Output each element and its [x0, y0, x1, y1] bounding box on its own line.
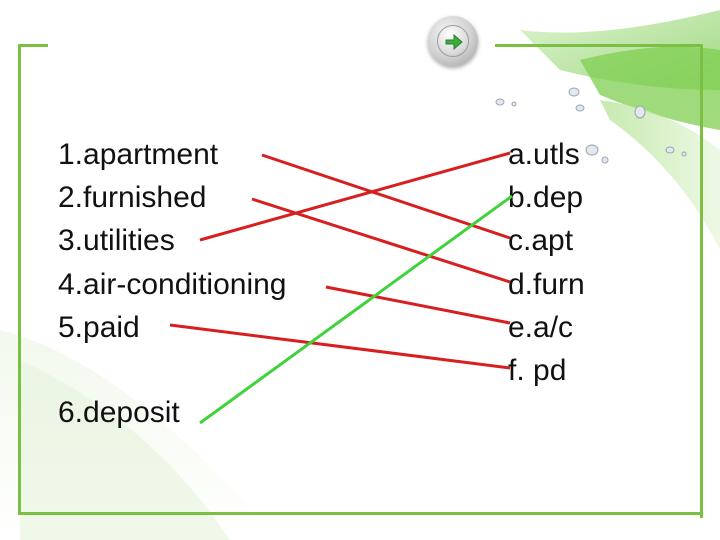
left-term-furnished: 2.furnished [58, 181, 207, 214]
frame-top-right-border [495, 44, 703, 47]
right-term-pd: f. pd [508, 354, 567, 387]
right-term-utls: a.utls [508, 138, 580, 171]
left-term-paid: 5.paid [58, 311, 140, 344]
left-term-air-conditioning: 4.air-conditioning [58, 268, 287, 301]
arrow-right-icon [445, 33, 463, 51]
frame-right-border [700, 44, 703, 518]
left-term-utilities: 3.utilities [58, 224, 175, 257]
left-term-deposit: 6.deposit [58, 396, 180, 429]
content-frame [18, 45, 703, 515]
right-term-ac: e.a/c [508, 311, 574, 344]
right-term-dep: b.dep [508, 181, 584, 214]
next-slide-button[interactable] [428, 16, 478, 66]
right-term-furn: d.furn [508, 268, 585, 301]
right-term-apt: c.apt [508, 224, 574, 257]
next-slide-button-face [437, 25, 469, 57]
left-term-apartment: 1.apartment [58, 138, 219, 171]
frame-top-left-border [18, 44, 48, 47]
